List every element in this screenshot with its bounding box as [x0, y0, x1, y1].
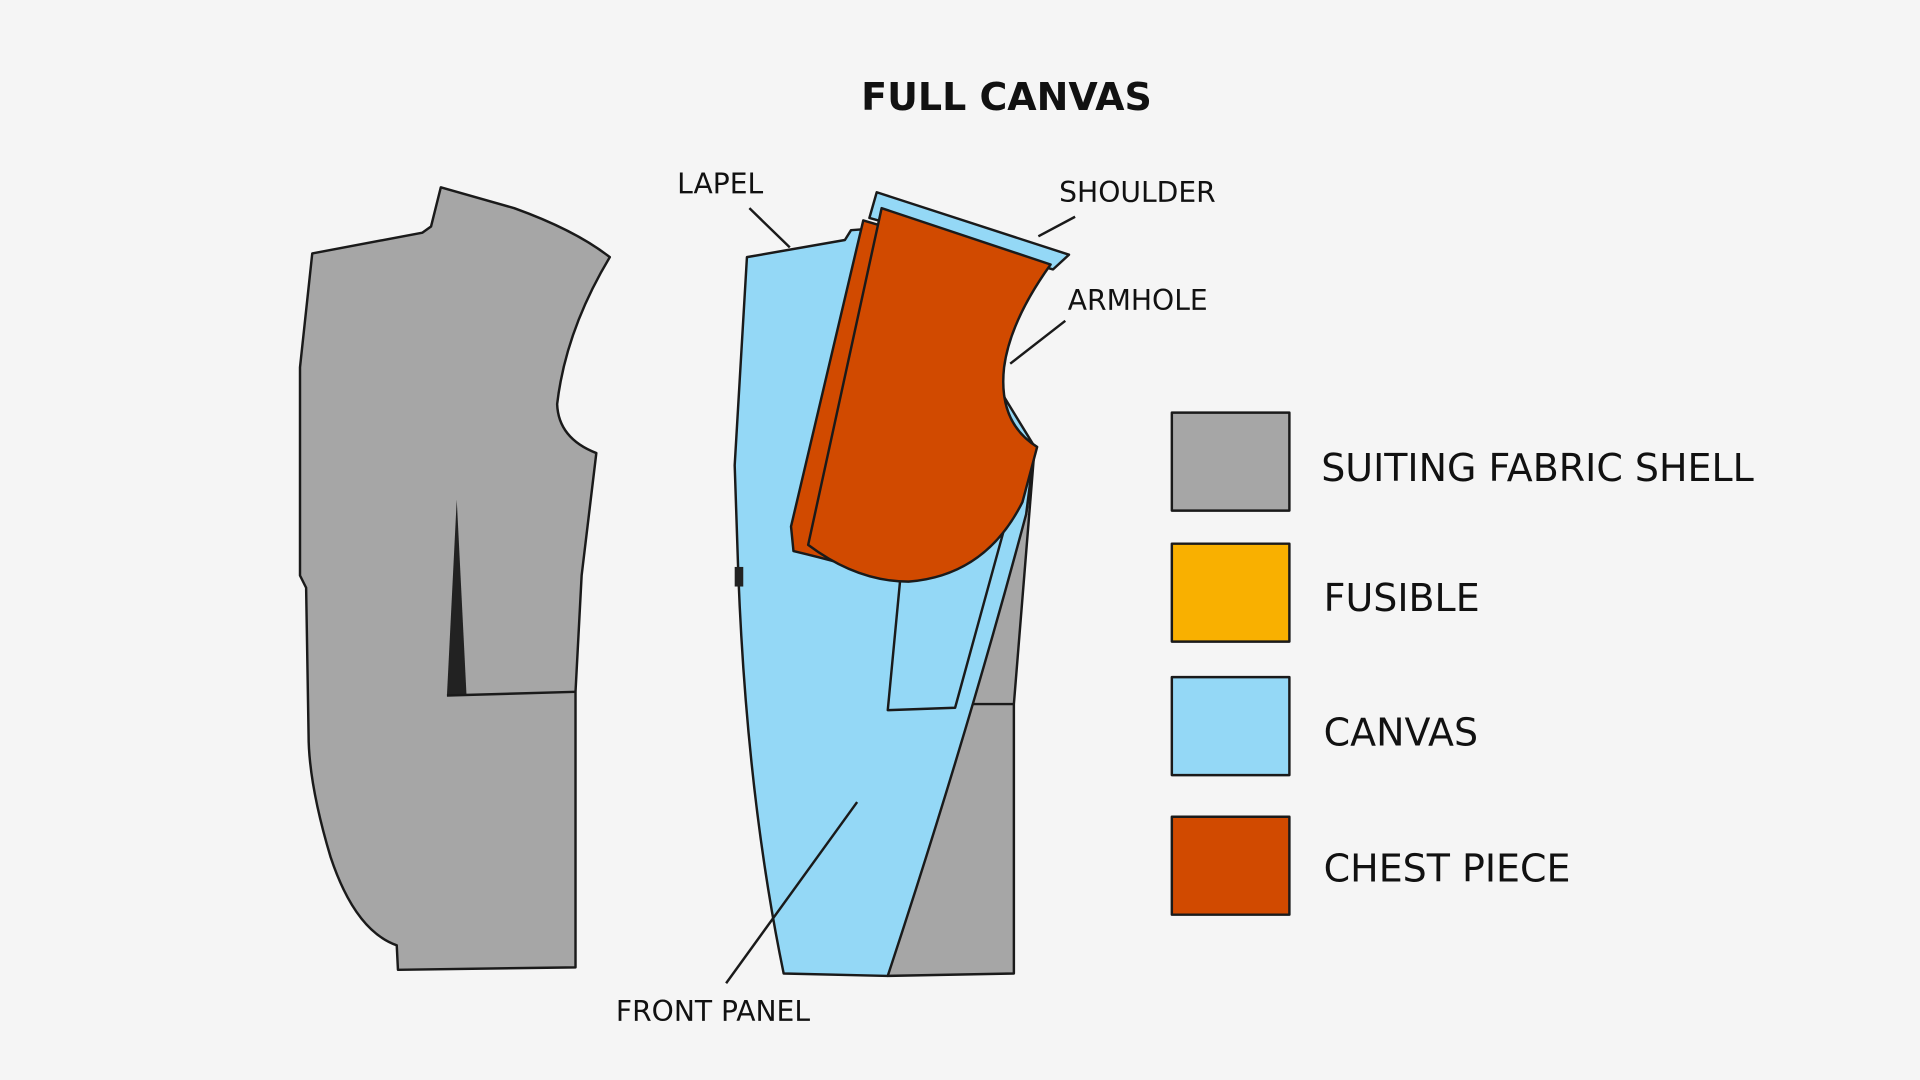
svg-text:CHEST PIECE: CHEST PIECE — [1324, 847, 1571, 891]
svg-text:FRONT PANEL: FRONT PANEL — [616, 995, 810, 1028]
svg-text:LAPEL: LAPEL — [677, 167, 763, 200]
callout-lapel: LAPEL — [677, 167, 791, 249]
canvas-construction-piece — [733, 191, 1071, 978]
pocket-line — [446, 690, 576, 697]
dart — [446, 499, 467, 696]
legend-swatch — [1170, 411, 1291, 512]
legend-item-canvas: CANVAS — [1170, 675, 1478, 777]
callout-front-panel: FRONT PANEL — [616, 801, 859, 1028]
suiting-shell-piece — [298, 186, 612, 972]
button-mark — [734, 566, 744, 587]
svg-text:SUITING FABRIC SHELL: SUITING FABRIC SHELL — [1321, 446, 1754, 490]
svg-text:FUSIBLE: FUSIBLE — [1324, 576, 1480, 620]
inner-canvas — [886, 520, 1008, 712]
legend-swatch — [1170, 542, 1291, 643]
callout-armhole: ARMHOLE — [1009, 284, 1208, 365]
chest-piece — [806, 206, 1052, 583]
legend-swatch — [1170, 815, 1291, 916]
legend-item-fusible: FUSIBLE — [1170, 542, 1480, 643]
legend-item-chest-piece: CHEST PIECE — [1170, 815, 1571, 916]
legend-item-shell: SUITING FABRIC SHELL — [1170, 411, 1754, 512]
diagram-title: FULL CANVAS — [861, 75, 1152, 119]
callout-shoulder: SHOULDER — [1037, 176, 1216, 238]
shoulder-strip — [868, 191, 1071, 271]
svg-text:CANVAS: CANVAS — [1324, 711, 1478, 755]
legend: SUITING FABRIC SHELL FUSIBLE CANVAS CHES… — [1170, 411, 1754, 916]
legend-swatch — [1170, 675, 1291, 777]
svg-text:ARMHOLE: ARMHOLE — [1068, 284, 1208, 317]
svg-text:SHOULDER: SHOULDER — [1059, 176, 1216, 209]
